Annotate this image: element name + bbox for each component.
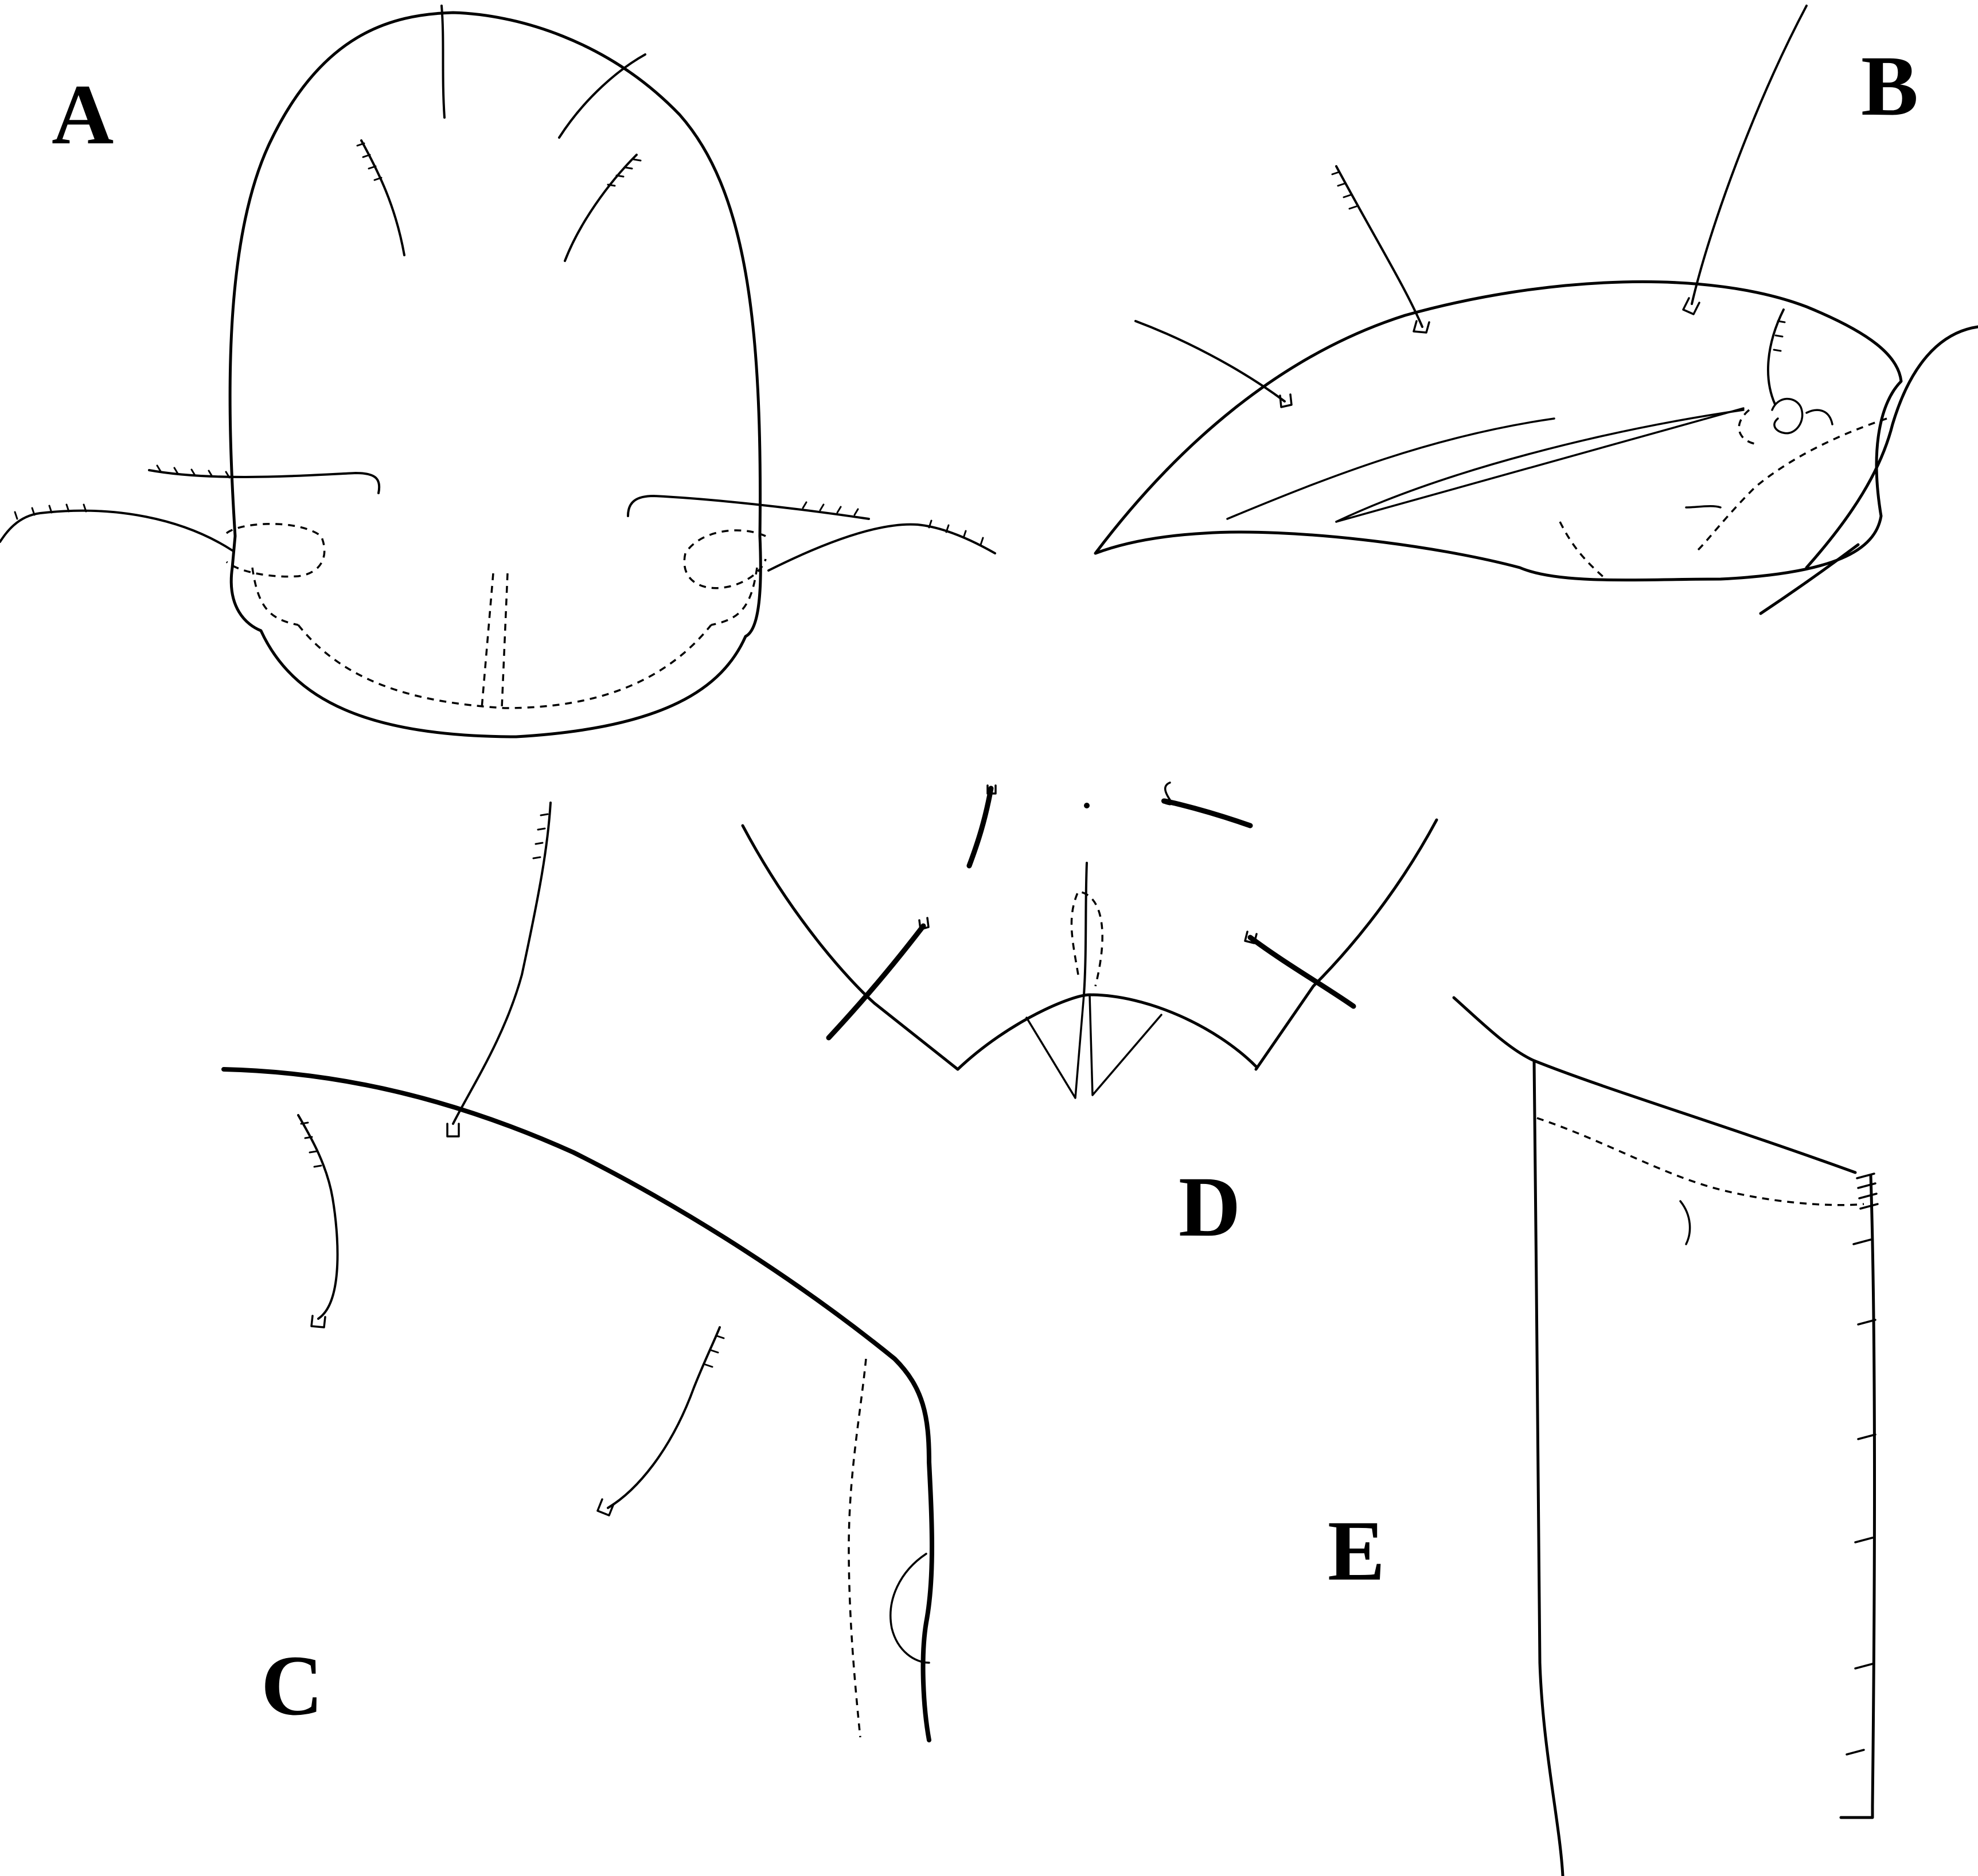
tooth-right bbox=[1089, 994, 1162, 1096]
seta-vertex-median bbox=[440, 5, 446, 119]
seta-d-upper-left bbox=[966, 785, 994, 869]
median-pore bbox=[1084, 803, 1090, 808]
seta-b-mid bbox=[1335, 165, 1423, 328]
seta-c-lower-tip bbox=[596, 1498, 615, 1517]
seta-d-right bbox=[1247, 935, 1356, 1009]
antenna-right-barbs bbox=[928, 519, 984, 546]
median-line-left bbox=[481, 573, 494, 709]
antenna-left bbox=[0, 509, 233, 552]
panel-label-e: E bbox=[1328, 1503, 1385, 1598]
tergite-left-margin bbox=[1532, 1059, 1565, 1876]
seta-frons-right-barbs bbox=[607, 158, 642, 187]
labrum-outline-left bbox=[741, 824, 959, 1071]
antennal-socket-right bbox=[683, 529, 767, 589]
antenna-left-barbs bbox=[14, 503, 87, 520]
seta-antennal-right-barbs bbox=[802, 501, 859, 516]
occipital-dashed bbox=[1696, 417, 1887, 552]
seta-antennal-left bbox=[148, 469, 381, 494]
median-dashed-d bbox=[1070, 890, 1103, 987]
seta-frons-left-barbs bbox=[356, 142, 383, 181]
panel-label-d: D bbox=[1179, 1159, 1240, 1254]
head-groove bbox=[1335, 407, 1745, 523]
marginal-spinules bbox=[1846, 1172, 1879, 1756]
tergite-small-seta bbox=[1679, 1200, 1691, 1245]
seta-vertex-right bbox=[558, 53, 646, 139]
seta-antennal-left-barbs bbox=[156, 464, 231, 479]
seta-c-left-tip bbox=[310, 1315, 326, 1328]
tergite-inner-dashed bbox=[1536, 1117, 1864, 1206]
panel-label-c: C bbox=[261, 1638, 323, 1733]
median-line-right bbox=[501, 573, 509, 709]
seta-c-long-barbs bbox=[532, 813, 549, 859]
head-capsule-outline bbox=[228, 11, 762, 738]
seta-c-lower-barbs bbox=[704, 1335, 725, 1368]
seta-c-long-tip bbox=[446, 1123, 460, 1138]
seta-b-long bbox=[1691, 5, 1808, 305]
seta-b-antenna-barbs bbox=[1773, 320, 1786, 352]
median-seta-d bbox=[1083, 862, 1088, 996]
labrum-outline-right bbox=[1254, 818, 1438, 1071]
panel-label-a: A bbox=[52, 67, 114, 162]
seta-d-left bbox=[826, 923, 926, 1041]
panel-c: C bbox=[221, 802, 934, 1742]
seta-b-front bbox=[1134, 320, 1286, 402]
seta-d-upper-right-stub bbox=[1164, 781, 1171, 801]
mandible-line-lower bbox=[1335, 409, 1745, 523]
tooth-left bbox=[1025, 994, 1085, 1099]
seta-b-mid-tip bbox=[1413, 320, 1430, 334]
tergite-right-margin bbox=[1839, 1174, 1876, 1819]
tentorial-line-right bbox=[711, 567, 758, 626]
antennal-socket-left bbox=[225, 523, 326, 578]
pronotum-margin bbox=[221, 1067, 934, 1742]
seta-d-left-tip bbox=[918, 917, 930, 931]
panel-label-b: B bbox=[1861, 38, 1918, 134]
seta-c-left bbox=[297, 1114, 339, 1320]
mandible-line-upper bbox=[1226, 417, 1555, 520]
seta-b-front-tip bbox=[1279, 393, 1293, 408]
spiracle bbox=[889, 1553, 930, 1664]
neck-line bbox=[1759, 543, 1860, 615]
seta-d-upper-left-tip bbox=[986, 784, 997, 795]
small-seta-gena bbox=[1685, 505, 1722, 509]
seta-frons-left bbox=[360, 139, 405, 256]
epistomal-suture bbox=[297, 624, 712, 709]
panel-a: A bbox=[0, 5, 996, 738]
panel-d: D bbox=[741, 781, 1438, 1254]
tergite-outline bbox=[1452, 996, 1857, 1174]
seta-d-upper-right bbox=[1161, 798, 1253, 828]
eye-region-dashed bbox=[1738, 409, 1758, 445]
seta-c-long bbox=[452, 802, 552, 1125]
seta-b-long-tip bbox=[1682, 297, 1700, 315]
clypeus-arc bbox=[956, 993, 1258, 1071]
seta-c-left-barbs bbox=[300, 1121, 322, 1168]
seta-b-antenna bbox=[1767, 308, 1785, 405]
antenna-right bbox=[767, 523, 996, 572]
seta-frons-right bbox=[564, 154, 638, 262]
thorax-outline bbox=[1805, 325, 1978, 569]
seta-d-right-tip bbox=[1244, 931, 1258, 944]
tentorial-line-left bbox=[251, 567, 299, 626]
antennal-base bbox=[1771, 397, 1833, 435]
seta-c-lower bbox=[607, 1326, 721, 1509]
gena-dashed bbox=[1559, 521, 1607, 580]
seta-b-mid-barbs bbox=[1331, 171, 1357, 210]
seta-antennal-right bbox=[627, 494, 870, 520]
pronotum-inner-dashed bbox=[848, 1358, 867, 1738]
panel-e: E bbox=[1328, 996, 1879, 1876]
panel-b: B bbox=[1094, 5, 1978, 615]
